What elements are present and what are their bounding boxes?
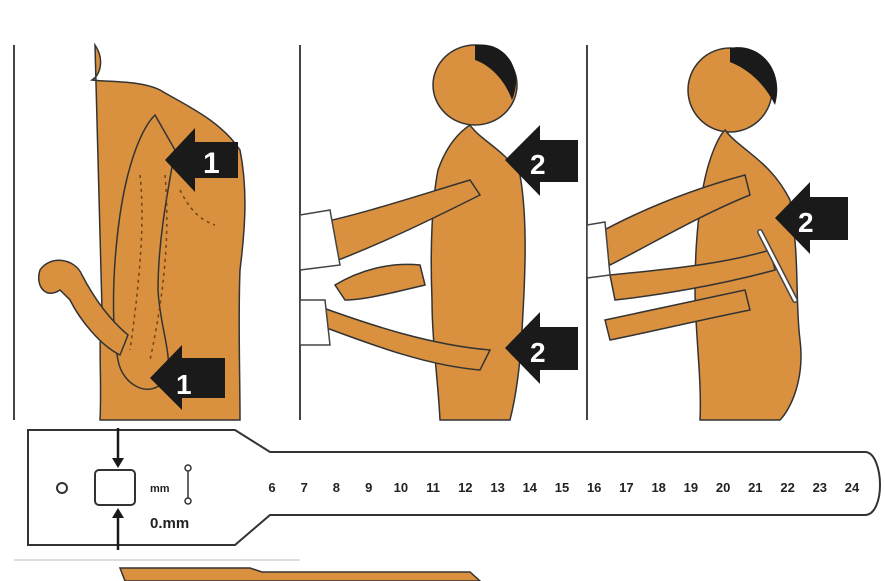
tape-scale-number: 17	[619, 480, 633, 495]
tape-scale-number: 21	[748, 480, 762, 495]
panel-3-figure	[587, 47, 801, 420]
tape-scale-number: 22	[780, 480, 794, 495]
tape-scale-number: 10	[394, 480, 408, 495]
zero-label: 0.mm	[150, 515, 189, 532]
tape-scale-number: 7	[301, 480, 308, 495]
arrow-label: 2	[798, 207, 814, 238]
tape-scale-number: 11	[426, 480, 440, 495]
measuring-tape: mm 0.mm 6 7 8 9 10 11 12 13 14 15 16 17 18 19 20 21 22 23…	[14, 428, 880, 560]
bottom-skin-strip	[120, 568, 480, 581]
tape-scale-number: 15	[555, 480, 569, 495]
arrow-label: 2	[530, 149, 546, 180]
tape-scale-number: 8	[333, 480, 340, 495]
tape-scale-number: 20	[716, 480, 730, 495]
panel-2-figure	[300, 44, 525, 420]
tape-scale-number: 19	[684, 480, 698, 495]
tape-scale-number: 6	[268, 480, 275, 495]
tape-scale-number: 23	[813, 480, 827, 495]
arrow-label: 1	[203, 147, 220, 180]
tape-scale-number: 14	[523, 480, 538, 495]
arrow-label: 2	[530, 337, 546, 368]
tape-scale-number: 12	[458, 480, 472, 495]
arrow-label: 1	[176, 369, 192, 400]
tape-scale-number: 9	[365, 480, 372, 495]
tape-scale-number: 24	[845, 480, 860, 495]
tape-scale-number: 13	[490, 480, 504, 495]
tape-scale-number: 18	[651, 480, 665, 495]
tape-scale-number: 16	[587, 480, 601, 495]
unit-label: mm	[150, 483, 170, 495]
